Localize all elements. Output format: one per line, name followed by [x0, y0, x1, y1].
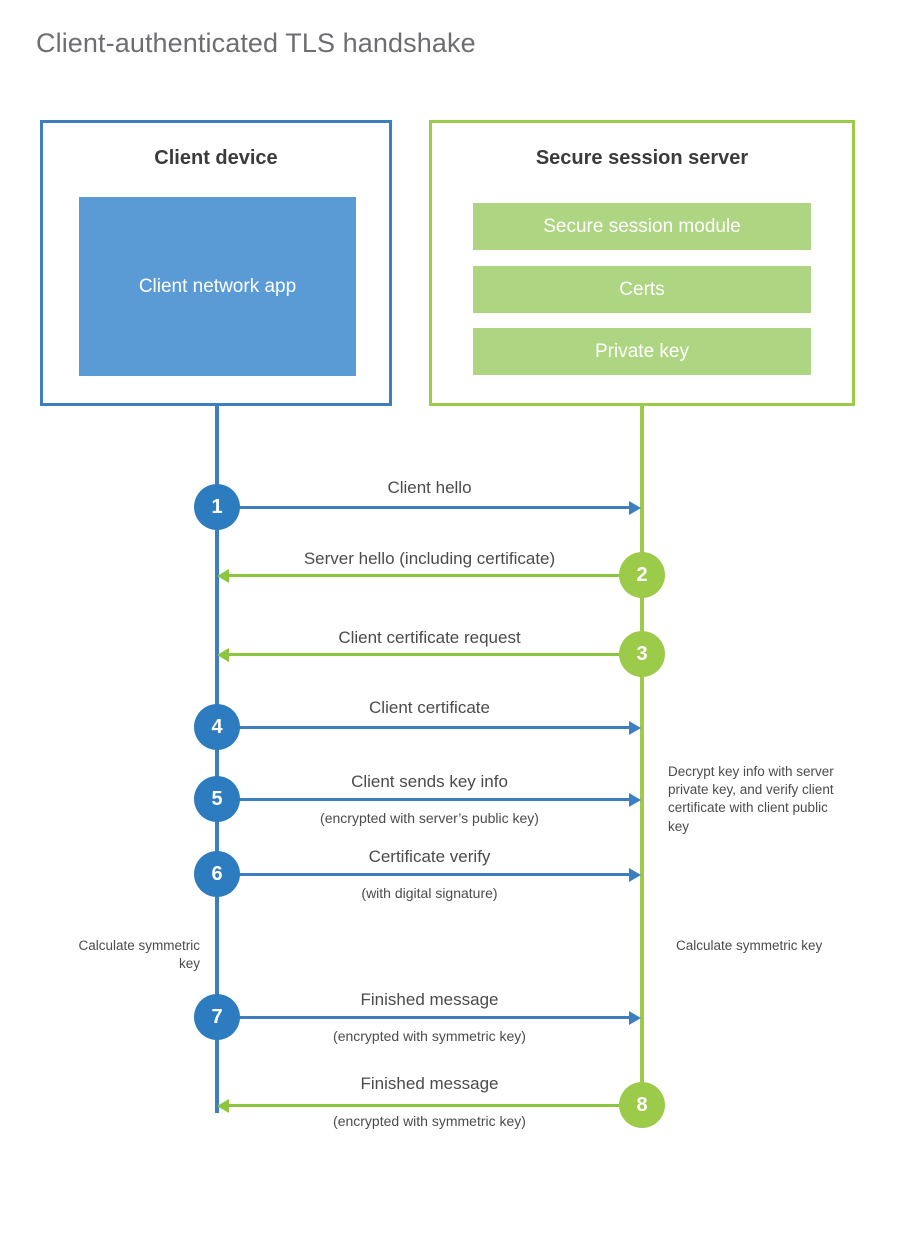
step-8-label: Finished message	[360, 1074, 499, 1093]
step-2-circle[interactable]: 2	[619, 552, 665, 598]
client-network-app-block: Client network app	[79, 197, 356, 376]
step-2-arrow-line	[229, 574, 631, 577]
note-client-calculate-symmetric-key: Calculate symmetric key	[78, 938, 200, 972]
step-7-circle[interactable]: 7	[194, 994, 240, 1040]
client-lifeline	[215, 406, 219, 1113]
secure-session-server-title: Secure session server	[535, 147, 749, 169]
step-4-circle[interactable]: 4	[194, 704, 240, 750]
secure-session-server-box: Secure session server Secure session mod…	[429, 120, 855, 406]
step-6-arrow-line	[217, 873, 629, 876]
step-3-circle[interactable]: 3	[619, 631, 665, 677]
step-3-arrow-line	[229, 653, 631, 656]
note-server-calculate-symmetric-key: Calculate symmetric key	[676, 938, 823, 953]
step-5-arrow-head	[629, 792, 641, 807]
server-lifeline	[640, 406, 644, 1106]
step-7-label: Finished message	[360, 990, 499, 1009]
step-3-arrow-head	[217, 647, 229, 662]
note-server-decrypt: Decrypt key info with server private key…	[668, 764, 834, 834]
step-8-arrow-head	[217, 1098, 229, 1113]
step-6-arrow-head	[629, 867, 641, 882]
step-2-arrow-head	[217, 568, 229, 583]
step-4-arrow-head	[629, 720, 641, 735]
step-1-arrow-head	[629, 500, 641, 515]
server-component-secure-session-module: Secure session module	[473, 203, 811, 250]
page-title: Client-authenticated TLS handshake	[36, 28, 476, 58]
step-1-circle[interactable]: 1	[194, 484, 240, 530]
step-4-label: Client certificate	[369, 698, 490, 717]
step-5-label: Client sends key info	[351, 772, 508, 791]
step-5-arrow-line	[217, 798, 629, 801]
step-6-label: Certificate verify	[368, 847, 491, 866]
step-8-arrow-line	[229, 1104, 631, 1107]
server-component-certs: Certs	[473, 266, 811, 313]
step-6-sublabel: (with digital signature)	[361, 885, 498, 901]
step-2-label: Server hello (including certificate)	[303, 549, 556, 568]
step-8-sublabel: (encrypted with symmetric key)	[333, 1113, 526, 1129]
step-6-circle[interactable]: 6	[194, 851, 240, 897]
step-3-label: Client certificate request	[338, 628, 521, 647]
client-device-title: Client device	[154, 147, 278, 169]
server-component-private-key: Private key	[473, 328, 811, 375]
step-7-arrow-line	[217, 1016, 629, 1019]
step-7-sublabel: (encrypted with symmetric key)	[333, 1028, 526, 1044]
step-1-arrow-line	[217, 506, 629, 509]
step-1-label: Client hello	[387, 478, 472, 497]
step-7-arrow-head	[629, 1010, 641, 1025]
step-4-arrow-line	[217, 726, 629, 729]
client-device-box: Client device Client network app	[40, 120, 392, 406]
step-8-circle[interactable]: 8	[619, 1082, 665, 1128]
step-5-sublabel: (encrypted with server’s public key)	[320, 810, 539, 826]
step-5-circle[interactable]: 5	[194, 776, 240, 822]
